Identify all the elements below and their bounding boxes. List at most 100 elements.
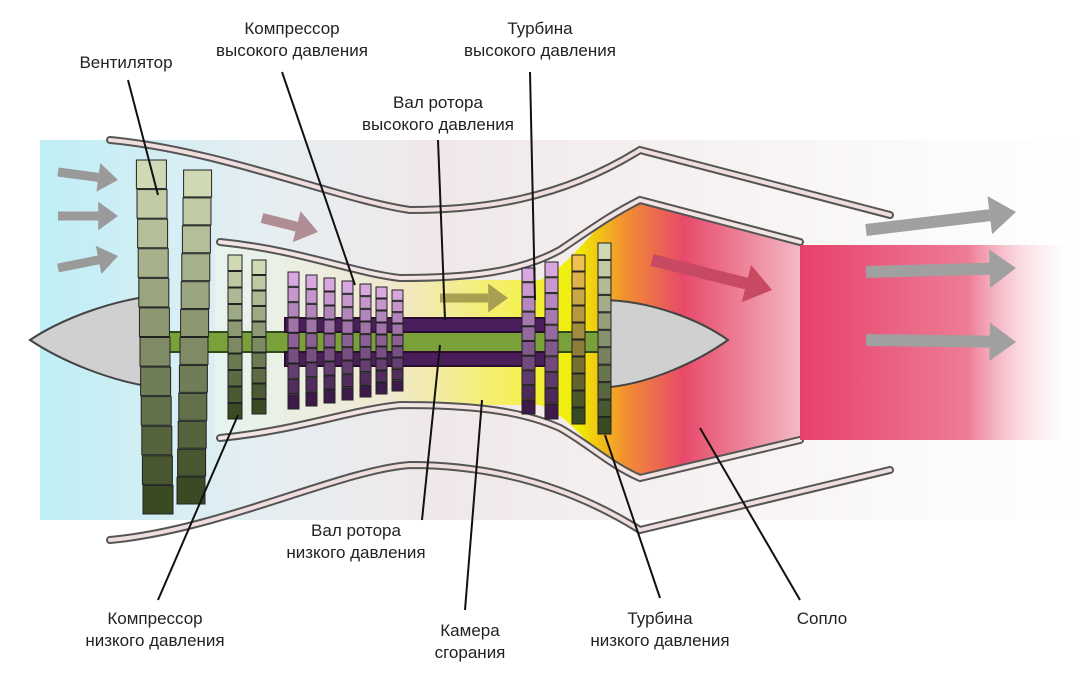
fan-blade-segment — [177, 448, 207, 477]
label-lp-compressor-line2: низкого давления — [85, 631, 224, 650]
lpc-blade-segment — [227, 304, 243, 321]
leader-combustor — [464, 399, 483, 611]
fan-blade-segment — [142, 484, 174, 515]
intake-arrow-head — [95, 245, 118, 275]
lpt-blade-segment — [571, 271, 586, 289]
label-hp-compressor-line1: Компрессор — [244, 19, 339, 38]
lpc-blade-segment — [227, 287, 243, 304]
lpc-blade-segment — [251, 259, 267, 275]
hpc-blade-segment — [359, 321, 372, 335]
lpt-blade-segment — [571, 322, 586, 340]
hpc-blade-segment — [287, 332, 300, 349]
fan-blade-segment — [138, 307, 170, 337]
hpc-blade-segment — [391, 334, 404, 347]
bypass-arrow-head — [292, 211, 318, 243]
hpc-blade-segment — [323, 319, 336, 334]
hpc-blade-segment — [375, 346, 388, 359]
hpc-blade-segment — [341, 293, 354, 308]
hpc-blade-segment — [323, 291, 336, 306]
hpc-blade-segment — [287, 317, 300, 333]
lpt-blade-segment — [571, 373, 586, 391]
hpt-blade-segment — [521, 326, 536, 341]
hpc-blade-segment — [341, 320, 354, 334]
fan-blade-segment — [176, 476, 206, 505]
lpt-blade-segment — [571, 288, 586, 306]
hpc-blade-segment — [391, 357, 404, 369]
hpc-blade-segment — [375, 370, 388, 383]
hpt-blade-segment — [544, 356, 559, 373]
hp-turbine-blades — [521, 261, 559, 420]
labels: Вентилятор Компрессор высокого давленияТур… — [79, 19, 847, 662]
fan-blades — [135, 159, 213, 515]
lpt-blade-segment — [571, 254, 586, 272]
label-fan-line1: Вентилятор — [79, 53, 172, 72]
hpc-blade-segment — [305, 274, 318, 290]
lpc-blade-segment — [251, 321, 267, 337]
label-lp-shaft-line2: низкого давления — [286, 543, 425, 562]
label-lp-turbine-line1: Турбина — [627, 609, 693, 628]
hpc-blade-segment — [375, 322, 388, 335]
hpc-blade-segment — [391, 300, 404, 313]
lpc-blade-segment — [227, 254, 243, 271]
hpc-blade-segment — [305, 362, 318, 378]
hpt-blade-segment — [544, 293, 559, 309]
fan-blade-segment — [138, 277, 170, 308]
label-hp-turbine-line2: высокого давления — [464, 41, 616, 60]
hpc-blade-segment — [391, 346, 404, 358]
hpt-blade-segment — [521, 282, 536, 297]
lpt-blade-segment — [597, 399, 612, 418]
lpc-blade-segment — [251, 337, 267, 353]
lpt-blade-segment — [571, 407, 586, 425]
label-hp-compressor-line2: высокого давления — [216, 41, 368, 60]
hpc-blade-segment — [391, 289, 404, 301]
lpc-blade-segment — [251, 383, 267, 399]
hpc-blade-segment — [305, 318, 318, 334]
label-lp-turbine-line2: низкого давления — [590, 631, 729, 650]
hpc-blade-segment — [323, 305, 336, 320]
lpc-blade-segment — [251, 368, 267, 384]
lpt-blade-segment — [597, 417, 612, 435]
lp-turbine-blades — [571, 242, 612, 435]
lpt-blade-segment — [597, 294, 612, 313]
hpc-blade-segment — [305, 391, 318, 407]
bypass-exhaust-arrow-head — [989, 322, 1016, 361]
hpt-blade-segment — [544, 372, 559, 388]
lpc-blade-segment — [227, 370, 243, 387]
intake-arrow-head — [96, 163, 118, 192]
hpc-blade-segment — [375, 358, 388, 371]
hpc-blade-segment — [341, 360, 354, 374]
bypass-exhaust-arrow-head — [987, 196, 1016, 235]
lpt-blade-segment — [571, 339, 586, 357]
tail-cone — [599, 298, 730, 390]
lpc-blade-segment — [227, 403, 243, 420]
hpc-blade-segment — [341, 387, 354, 401]
core-arrow-head — [488, 283, 508, 313]
leader-lp-shaft — [421, 344, 441, 521]
lpc-blade-segment — [227, 353, 243, 370]
hpc-blade-segment — [359, 334, 372, 347]
hpc-blade-segment — [375, 298, 388, 311]
hpc-blade-segment — [323, 389, 336, 404]
lpc-blade-segment — [227, 271, 243, 288]
hpc-blade-segment — [391, 312, 404, 324]
hpc-blade-segment — [359, 308, 372, 322]
hpc-blade-segment — [287, 394, 300, 410]
lpc-blade-segment — [251, 399, 267, 415]
hpc-blade-segment — [341, 373, 354, 388]
leader-hp-compressor — [281, 71, 356, 286]
bypass-exhaust-arrow-head — [989, 249, 1016, 288]
hpc-blade-segment — [359, 359, 372, 373]
hpt-blade-segment — [521, 385, 536, 400]
hpt-blade-segment — [521, 370, 536, 386]
fan-blade-segment — [137, 218, 169, 249]
label-hp-shaft-line2: высокого давления — [362, 115, 514, 134]
leader-lp-compressor — [157, 414, 239, 601]
lpt-blade-segment — [597, 329, 612, 348]
hpc-blade-segment — [391, 368, 404, 381]
fan-blade-segment — [180, 281, 210, 310]
hpc-blade-segment — [375, 310, 388, 323]
lpt-blade-segment — [597, 347, 612, 365]
hpc-blade-segment — [323, 277, 336, 292]
fan-blade-segment — [178, 364, 208, 393]
hpc-blade-segment — [359, 372, 372, 385]
